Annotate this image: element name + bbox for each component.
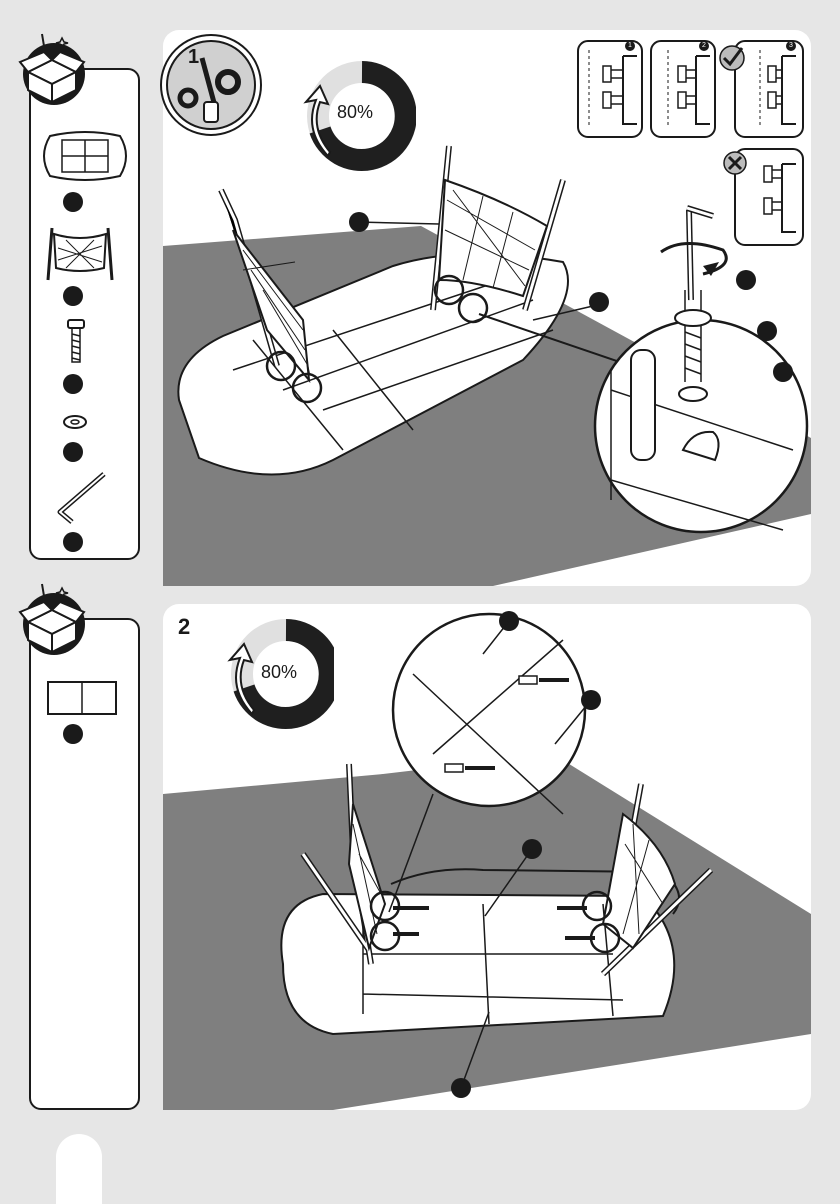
page-number-tab <box>56 1134 102 1204</box>
allen-key-icon <box>52 470 110 528</box>
washer-icon <box>62 414 88 430</box>
bolt-icon <box>66 318 86 364</box>
part-marker-top-panels <box>63 724 83 744</box>
part-marker-leg-frame <box>63 286 83 306</box>
part-leg-frame-image <box>44 224 116 284</box>
part-marker-washer <box>63 442 83 462</box>
part-marker-tabletop <box>63 192 83 212</box>
step-2-illustration <box>163 604 811 1110</box>
part-tabletop-image <box>38 128 132 184</box>
part-marker-allen-key <box>63 532 83 552</box>
part-top-panels-image <box>44 678 120 718</box>
step-1-illustration <box>163 30 811 586</box>
open-box-icon <box>12 28 92 108</box>
rotate-arrow-icon <box>661 243 726 274</box>
open-box-icon <box>12 578 92 658</box>
part-marker-bolt <box>63 374 83 394</box>
